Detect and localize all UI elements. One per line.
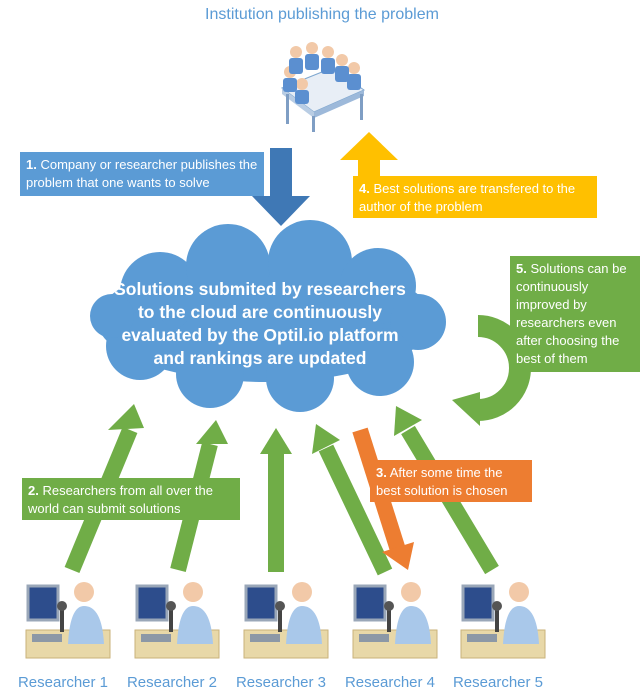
researcher-icon bbox=[134, 582, 220, 659]
step-2-box: 2. Researchers from all over the world c… bbox=[22, 478, 240, 520]
researcher-label: Researcher 5 bbox=[452, 674, 544, 691]
meeting-table-icon bbox=[280, 42, 366, 132]
evaluation-cloud bbox=[90, 220, 446, 412]
arrow-publish bbox=[252, 148, 310, 226]
researcher-icon bbox=[460, 582, 546, 659]
arrow-transfer bbox=[340, 132, 398, 196]
step-2-text: Researchers from all over the world can … bbox=[28, 483, 213, 516]
step-5-text: Solutions can be continuously improved b… bbox=[516, 261, 627, 366]
researcher-icon bbox=[352, 582, 438, 659]
step-5-box: 5. Solutions can be continuously improve… bbox=[510, 256, 640, 372]
researcher-label: Researcher 4 bbox=[344, 674, 436, 691]
step-4-number: 4. bbox=[359, 181, 370, 196]
step-5-number: 5. bbox=[516, 261, 527, 276]
step-3-box: 3. After some time the best solution is … bbox=[370, 460, 532, 502]
researcher-icon bbox=[25, 582, 111, 659]
step-3-number: 3. bbox=[376, 465, 387, 480]
step-1-text: Company or researcher publishes the prob… bbox=[26, 157, 258, 190]
step-1-box: 1. Company or researcher publishes the p… bbox=[20, 152, 264, 196]
researcher-label: Researcher 1 bbox=[17, 674, 109, 691]
step-4-text: Best solutions are transfered to the aut… bbox=[359, 181, 576, 214]
institution-title: Institution publishing the problem bbox=[205, 6, 439, 23]
step-1-number: 1. bbox=[26, 157, 37, 172]
step-4-box: 4. Best solutions are transfered to the … bbox=[353, 176, 597, 218]
cloud-text: Solutions submited by researchers to the… bbox=[114, 279, 406, 368]
step-2-number: 2. bbox=[28, 483, 39, 498]
researcher-label: Researcher 3 bbox=[235, 674, 327, 691]
step-3-text: After some time the best solution is cho… bbox=[376, 465, 508, 498]
researcher-label: Researcher 2 bbox=[126, 674, 218, 691]
researcher-icon bbox=[243, 582, 329, 659]
